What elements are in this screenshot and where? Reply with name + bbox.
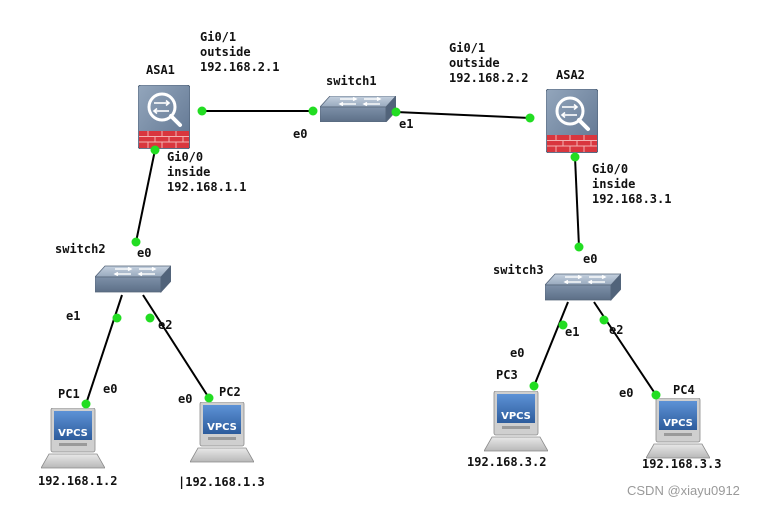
- port-switch3-e2[interactable]: [599, 315, 609, 325]
- asa1-inside-ip: 192.168.1.1: [167, 180, 246, 194]
- asa2-label: ASA2: [556, 68, 585, 82]
- switch2-label: switch2: [55, 242, 106, 256]
- link-switch2-pc2: [142, 294, 210, 399]
- asa1-inside-iface: Gi0/0: [167, 150, 203, 164]
- asa2-inside-zone: inside: [592, 177, 635, 191]
- pc2-e0-label: e0: [178, 392, 192, 406]
- pc2-label: PC2: [219, 385, 241, 399]
- pc4-e0-label: e0: [619, 386, 633, 400]
- port-switch3-e1[interactable]: [558, 320, 568, 330]
- asa2-outside-ip: 192.168.2.2: [449, 71, 528, 85]
- vpcs-logo: VPCS: [207, 422, 237, 433]
- pc4-label: PC4: [673, 383, 695, 397]
- firewall-icon: [138, 85, 190, 149]
- link-switch1-asa2: [395, 111, 531, 119]
- pc1-e0-label: e0: [103, 382, 117, 396]
- port-switch2-e1[interactable]: [112, 313, 122, 323]
- switch-icon: [320, 96, 396, 122]
- switch3-e1-label: e1: [565, 325, 579, 339]
- port-asa1-gi0-1[interactable]: [197, 106, 207, 116]
- port-asa1-gi0-0[interactable]: [150, 145, 160, 155]
- asa2-outside-iface: Gi0/1: [449, 41, 485, 55]
- link-switch3-pc3: [533, 301, 569, 387]
- vpcs-logo: VPCS: [663, 418, 693, 429]
- port-switch3-e0[interactable]: [574, 242, 584, 252]
- pc3-e0-label: e0: [510, 346, 524, 360]
- pc1-ip: 192.168.1.2: [38, 474, 117, 488]
- pc3-device[interactable]: VPCS: [484, 391, 548, 452]
- port-pc4-e0[interactable]: [651, 390, 661, 400]
- switch2-device[interactable]: [95, 265, 171, 293]
- port-switch1-e0[interactable]: [308, 106, 318, 116]
- port-pc1-e0[interactable]: [81, 399, 91, 409]
- vpcs-logo: VPCS: [501, 411, 531, 422]
- pc4-device[interactable]: VPCS: [646, 398, 710, 459]
- asa2-inside-iface: Gi0/0: [592, 162, 628, 176]
- port-asa2-gi0-1[interactable]: [525, 113, 535, 123]
- watermark: CSDN @xiayu0912: [627, 483, 740, 498]
- switch3-label: switch3: [493, 263, 544, 277]
- asa1-outside-zone: outside: [200, 45, 251, 59]
- link-switch2-pc1: [85, 294, 123, 405]
- asa1-outside-ip: 192.168.2.1: [200, 60, 279, 74]
- switch-icon: [545, 273, 621, 301]
- port-pc3-e0[interactable]: [529, 381, 539, 391]
- port-switch2-e0[interactable]: [131, 237, 141, 247]
- switch1-label: switch1: [326, 74, 377, 88]
- asa2-firewall[interactable]: [546, 89, 598, 153]
- port-asa2-gi0-0[interactable]: [570, 152, 580, 162]
- port-switch1-e1[interactable]: [391, 107, 401, 117]
- switch3-device[interactable]: [545, 273, 621, 301]
- switch1-e0-label: e0: [293, 127, 307, 141]
- asa1-inside-zone: inside: [167, 165, 210, 179]
- asa1-firewall[interactable]: [138, 85, 190, 149]
- vpcs-logo: VPCS: [58, 428, 88, 439]
- pc3-label: PC3: [496, 368, 518, 382]
- port-pc2-e0[interactable]: [204, 393, 214, 403]
- asa2-outside-zone: outside: [449, 56, 500, 70]
- link-asa2-switch3: [574, 156, 580, 248]
- switch2-e2-label: e2: [158, 318, 172, 332]
- firewall-icon: [546, 89, 598, 153]
- pc4-ip: 192.168.3.3: [642, 457, 721, 471]
- asa1-outside-iface: Gi0/1: [200, 30, 236, 44]
- switch3-e2-label: e2: [609, 323, 623, 337]
- port-switch2-e2[interactable]: [145, 313, 155, 323]
- switch2-e1-label: e1: [66, 309, 80, 323]
- pc2-device[interactable]: VPCS: [190, 402, 254, 463]
- pc2-ip: |192.168.1.3: [178, 475, 265, 489]
- switch-icon: [95, 265, 171, 293]
- asa1-label: ASA1: [146, 63, 175, 77]
- pc1-label: PC1: [58, 387, 80, 401]
- switch2-e0-label: e0: [137, 246, 151, 260]
- pc3-ip: 192.168.3.2: [467, 455, 546, 469]
- pc1-device[interactable]: VPCS: [41, 408, 105, 469]
- switch1-e1-label: e1: [399, 117, 413, 131]
- link-asa1-switch2: [135, 149, 156, 243]
- switch3-e0-label: e0: [583, 252, 597, 266]
- asa2-inside-ip: 192.168.3.1: [592, 192, 671, 206]
- switch1-device[interactable]: [320, 96, 396, 122]
